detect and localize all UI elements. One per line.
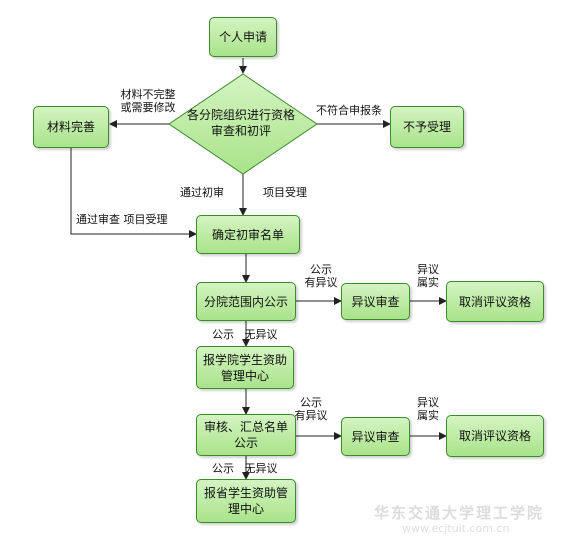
node-objection-review-2: 异议审查 xyxy=(341,417,410,456)
label-accepted-1: 项目受理 xyxy=(263,186,307,199)
label-passed-review-accepted: 通过审查 项目受理 xyxy=(76,213,168,226)
label-publicize-objection-2: 公示 有异议 xyxy=(294,396,328,422)
node-confirm-list: 确定初审名单 xyxy=(196,215,300,254)
label-confirmed-2: 异议 属实 xyxy=(417,396,439,422)
label-publicize-no-objection-1: 公示 无异议 xyxy=(212,328,278,341)
node-reject: 不予受理 xyxy=(390,106,464,148)
node-apply: 个人申请 xyxy=(209,17,277,57)
node-review-label: 各分院组织进行资格审查和初评 xyxy=(186,108,295,138)
node-cancel-2: 取消评议资格 xyxy=(446,415,544,457)
node-publicize: 分院范围内公示 xyxy=(196,282,296,321)
watermark-url: www.ecjtuit.com.cn xyxy=(402,522,510,535)
label-publicize-objection-1: 公示 有异议 xyxy=(304,263,338,289)
node-audit-publicize: 审核、汇总名单公示 xyxy=(196,414,296,456)
node-improve: 材料完善 xyxy=(33,106,109,148)
node-report-school: 报学院学生资助管理中心 xyxy=(196,346,294,389)
label-confirmed-1: 异议 属实 xyxy=(417,263,439,289)
node-objection-review-1: 异议审查 xyxy=(341,283,410,320)
arrow-improve-to-confirm xyxy=(70,148,197,238)
label-publicize-no-objection-2: 公示 无异议 xyxy=(212,462,278,475)
watermark-text: 华东交通大学理工学院 xyxy=(374,504,545,522)
label-passed-initial: 通过初审 xyxy=(180,186,224,199)
label-incomplete: 材料不完整 或需要修改 xyxy=(120,88,176,114)
node-report-province: 报省学生资助管理中心 xyxy=(196,479,296,523)
label-not-qualified: 不符合申报条 xyxy=(316,104,382,117)
node-cancel-1: 取消评议资格 xyxy=(446,281,544,322)
